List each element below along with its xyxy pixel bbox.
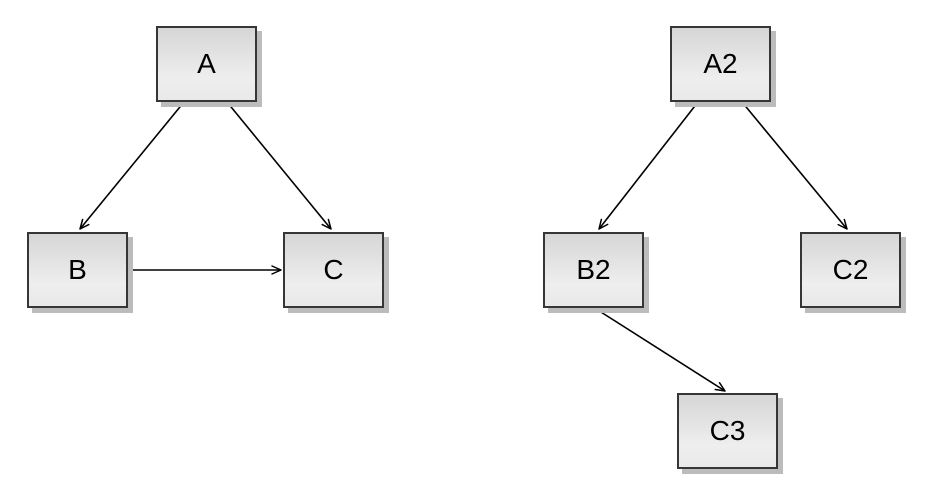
node-A[interactable]: A (156, 26, 257, 102)
node-B[interactable]: B (27, 232, 128, 308)
edge-A-B (79, 101, 185, 230)
edge-B2-C3 (592, 306, 726, 392)
node-C[interactable]: C (283, 232, 384, 308)
edge-A-C (226, 101, 332, 230)
node-C3[interactable]: C3 (677, 393, 778, 469)
node-B2[interactable]: B2 (543, 232, 644, 308)
edge-A2-C2 (741, 101, 848, 230)
node-C-label: C (323, 254, 344, 285)
node-B2-label: B2 (576, 254, 611, 285)
node-A2-label: A2 (703, 48, 738, 79)
node-C3-label: C3 (709, 415, 746, 446)
node-A-label: A (197, 48, 216, 79)
node-C2[interactable]: C2 (800, 232, 901, 308)
node-A2[interactable]: A2 (670, 26, 771, 102)
edge-A2-B2 (598, 101, 699, 230)
node-B-label: B (68, 254, 87, 285)
node-C2-label: C2 (832, 254, 869, 285)
